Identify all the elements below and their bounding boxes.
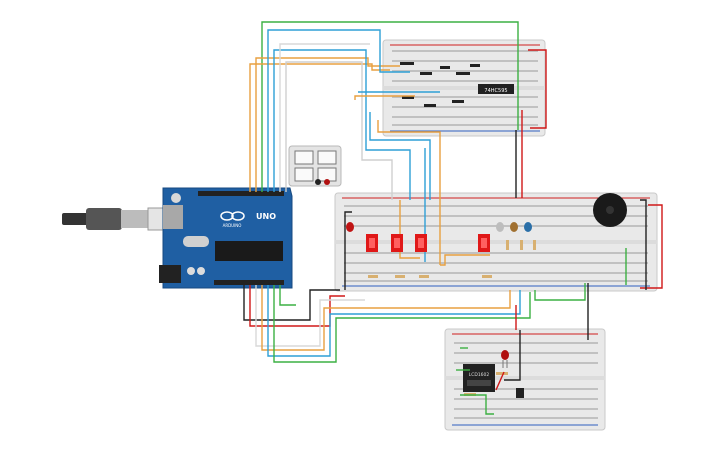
lcd-module-label: LCD1602 <box>469 372 490 378</box>
digital-header[interactable] <box>198 191 284 196</box>
slide-switch[interactable] <box>478 234 490 252</box>
resistor[interactable] <box>496 372 508 375</box>
crystal <box>183 236 209 247</box>
led-red-bottom[interactable] <box>501 350 509 368</box>
breadboard-top[interactable]: 74HC595 <box>382 39 546 137</box>
reset-button[interactable] <box>171 193 181 203</box>
breadboard-main[interactable] <box>334 192 658 292</box>
top-board-jumpers <box>400 62 480 107</box>
led-white[interactable] <box>496 222 504 232</box>
breadboard-bottom[interactable]: LCD1602 <box>444 328 606 431</box>
transistor[interactable] <box>516 388 524 398</box>
led-blue[interactable] <box>524 222 532 232</box>
pushbutton-module[interactable] <box>288 145 342 187</box>
slide-switch[interactable] <box>391 234 403 252</box>
slide-switch[interactable] <box>366 234 378 252</box>
resistors-main[interactable] <box>368 240 536 278</box>
arduino-logo: ARDUINO UNO <box>220 211 276 228</box>
led-red-main[interactable] <box>346 222 354 232</box>
power-analog-header[interactable] <box>214 280 284 285</box>
wires[interactable] <box>243 21 663 415</box>
shift-register-chip[interactable]: 74HC595 <box>478 84 514 94</box>
slide-switch[interactable] <box>415 234 427 252</box>
chip-label: 74HC595 <box>484 88 507 94</box>
piezo-buzzer[interactable] <box>593 193 627 227</box>
microcontroller-chip <box>215 241 283 261</box>
usb-port <box>163 205 183 229</box>
power-jack <box>159 265 181 283</box>
arduino-brand-text: ARDUINO <box>223 223 242 228</box>
lcd-module[interactable]: LCD1602 <box>463 364 495 392</box>
usb-cable[interactable] <box>62 207 171 231</box>
arduino-uno-board[interactable]: ARDUINO UNO <box>159 187 293 289</box>
led-orange[interactable] <box>510 222 518 232</box>
arduino-model-text: UNO <box>256 212 276 221</box>
